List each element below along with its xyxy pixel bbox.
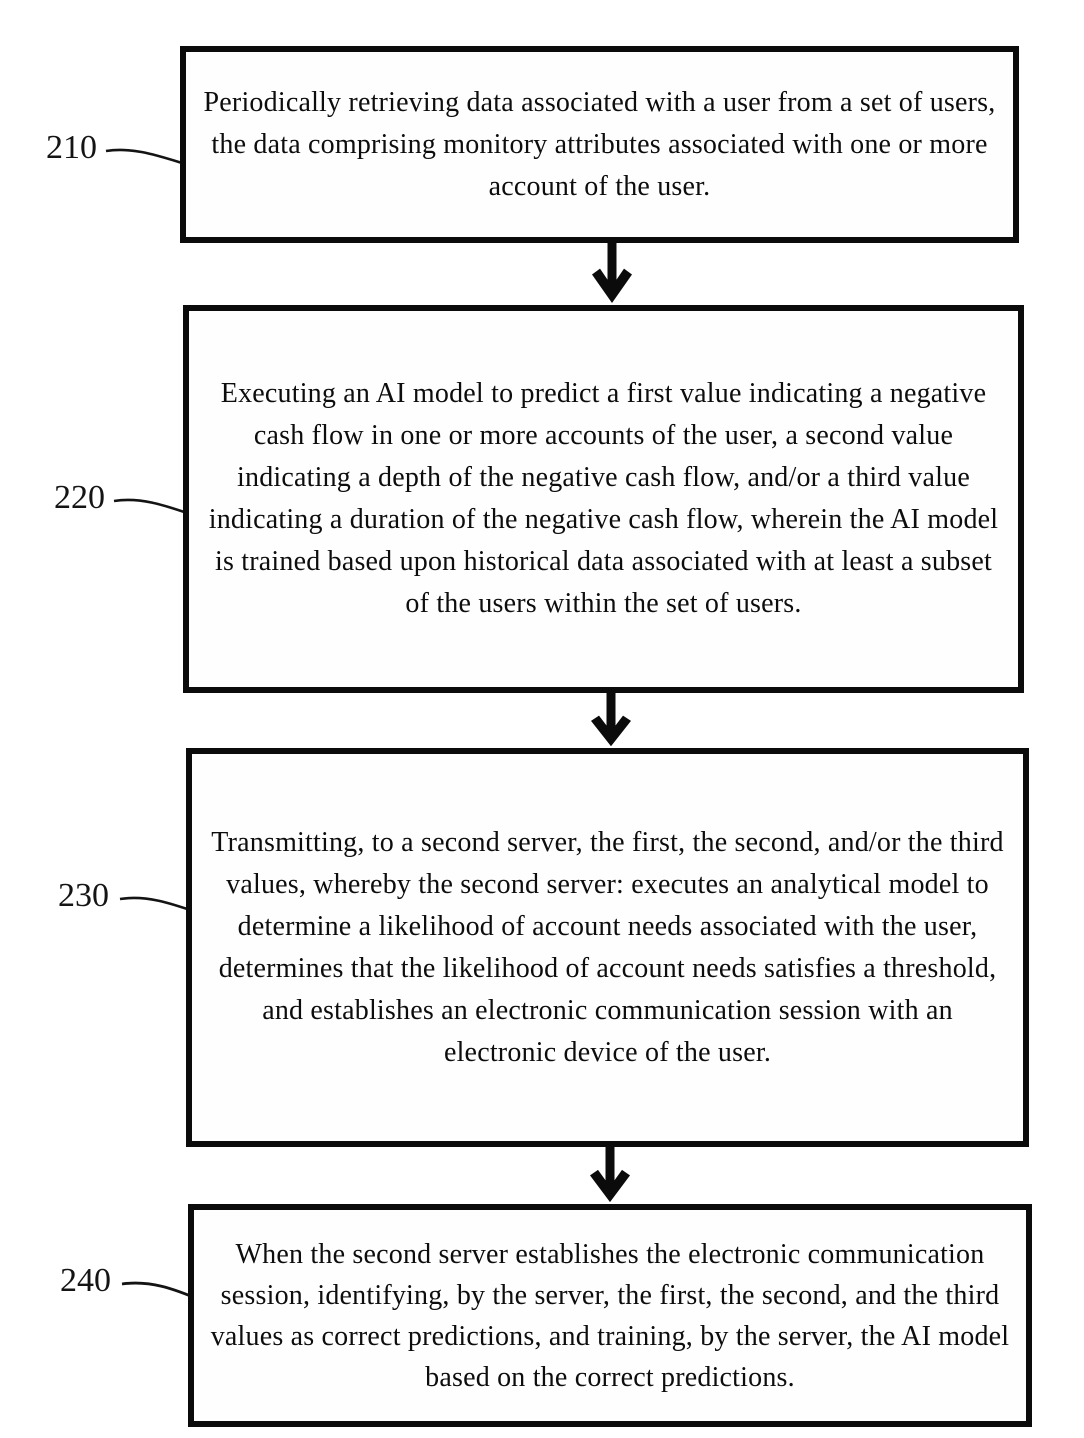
leader-line-220 xyxy=(113,498,191,516)
step-box-230: Transmitting, to a second server, the fi… xyxy=(186,748,1029,1147)
ref-label-210: 210 xyxy=(46,129,97,166)
leader-line-210 xyxy=(105,148,183,165)
step-text-240: When the second server establishes the e… xyxy=(210,1238,1010,1393)
down-arrow-icon xyxy=(592,242,632,304)
step-box-240: When the second server establishes the e… xyxy=(188,1204,1032,1427)
step-text-230: Transmitting, to a second server, the fi… xyxy=(211,826,1004,1068)
ref-label-220: 220 xyxy=(54,479,105,516)
step-text-220: Executing an AI model to predict a first… xyxy=(208,378,999,619)
step-box-210: Periodically retrieving data associated … xyxy=(180,46,1019,243)
down-arrow-icon xyxy=(591,692,631,747)
step-text-210: Periodically retrieving data associated … xyxy=(203,86,996,202)
step-box-220: Executing an AI model to predict a first… xyxy=(183,305,1024,693)
ref-label-240: 240 xyxy=(60,1262,111,1299)
down-arrow-icon xyxy=(590,1145,630,1203)
ref-label-230: 230 xyxy=(58,877,109,914)
